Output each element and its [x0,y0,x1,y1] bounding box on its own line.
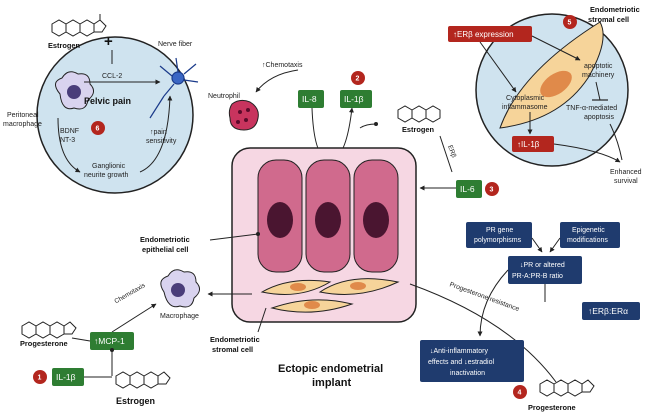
il1b-increase-box [512,136,554,152]
step-number-4: 4 [518,390,522,397]
apoptotic-machinery-label: apoptotic [584,63,613,70]
nerve-fiber-label: Nerve fiber [158,41,193,48]
estrogen-center-label: Estrogen [402,125,435,134]
nt3-label: NT-3 [60,137,75,144]
step-number-6: 6 [96,126,100,133]
ganglionic-label-2: neurite growth [84,172,128,179]
step-number-1: 1 [38,375,42,382]
pain-sensitivity-label-2: sensitivity [146,138,177,145]
il8-label: IL-8 [302,94,317,104]
epigenetic-label-2: modifications [567,237,608,244]
enhanced-survival-label-2: survival [614,178,638,185]
cytoplasmic-inflammasome-label: Cytoplasmic [506,95,545,102]
neutrophil-icon [228,99,259,131]
il6-label: IL-6 [460,184,475,194]
step-number-3: 3 [490,187,494,194]
il1b-top-label: IL-1β [344,94,364,104]
ccl2-label: CCL-2 [102,73,122,80]
ectopic-implant: Endometriotic epithelial cell Endometrio… [140,147,417,389]
mcp1-box [90,332,134,350]
tnf-apoptosis-label-2: apoptosis [584,114,614,121]
neutrophil-label: Neutrophil [208,93,240,100]
stromal-cell-title: Endometriotic [590,5,640,14]
pr-ratio-label-2: PR-A:PR-B ratio [512,273,563,280]
cytokine-signals: ↑Chemotaxis Neutrophil IL-8 IL-1β 2 Estr… [208,62,499,198]
peritoneal-macrophage-label-2: macrophage [3,121,42,128]
step-badge-2 [351,71,365,85]
pr-gene-label-2: polymorphisms [474,237,522,244]
pr-ratio-box [508,256,582,284]
epigenetic-label: Epigenetic [572,227,605,234]
epigenetic-box [560,222,620,248]
step-badge-4 [513,385,527,399]
pr-gene-label: PR gene [486,227,513,234]
il1b-bottom-box [52,368,84,386]
plus-sign: + [104,33,113,50]
progesterone-resistance: PR gene polymorphisms Epigenetic modific… [409,222,640,412]
estrogen-bottom-label: Estrogen [116,396,155,406]
enhanced-survival-label: Enhanced [610,169,642,176]
tnf-apoptosis-label: TNF-α-mediated [566,105,617,112]
pr-gene-box [466,222,532,248]
er-ratio-label: ↑ERβ:ERα [588,306,628,316]
anti-inflammatory-label-3: inactivation [450,370,485,377]
pelvic-pain-label: Pelvic pain [84,96,131,106]
bdnf-label: BDNF [60,128,79,135]
il1b-bottom-label: IL-1β [56,372,76,382]
il1b-increase-label: ↑IL-1β [517,140,540,149]
implant-title: Ectopic endometrial [278,363,383,375]
macrophage-icon [160,269,200,308]
pr-ratio-label: ↓PR or altered [520,262,565,269]
step-number-2: 2 [356,76,360,83]
estrogen-molecule-center-icon [397,105,441,123]
macrophage-recruitment: Macrophage Chemotaxis ↑MCP-1 Progesteron… [20,269,252,406]
progesterone-molecule-icon [21,321,77,339]
estrogen-molecule-bottom-icon [115,371,171,389]
cytoplasmic-inflammasome-label-2: inflammasome [502,104,548,111]
erb-expression-box [448,26,532,42]
ganglionic-label: Ganglionic [92,163,126,170]
peritoneal-macrophage-icon [55,71,94,110]
step-badge-5 [563,15,577,29]
anti-inflammatory-label: ↓Anti-inflammatory [430,348,488,355]
step-number-5: 5 [568,20,572,27]
step-badge-6 [91,121,105,135]
mcp1-label: ↑MCP-1 [94,336,125,346]
progesterone-label-left: Progesterone [20,339,68,348]
estrogen-molecule-icon [51,14,107,37]
chemotaxis-top-label: ↑Chemotaxis [262,62,303,69]
chemotaxis-bottom-label: Chemotaxis [113,282,147,306]
erb-expression-label: ↑ERβ expression [453,30,514,39]
er-ratio-box [582,302,640,320]
epithelial-cell-label-2: epithelial cell [142,245,188,254]
progesterone-label-right: Progesterone [528,403,576,412]
pain-sensitivity-label: ↑pain [150,129,167,136]
stromal-cell-label: Endometriotic [210,335,260,344]
erb-label: ERβ [446,144,457,159]
stromal-cell-title-2: stromal cell [588,15,629,24]
il6-box [456,180,482,198]
progesterone-molecule-right-icon [539,379,595,397]
stromal-cell-label-2: stromal cell [212,345,253,354]
anti-inflammatory-label-2: effects and ↓estradiol [428,359,494,366]
il8-box [298,90,324,108]
anti-inflammatory-box [420,340,524,382]
estrogen-label-top-left: Estrogen [48,41,81,50]
peritoneal-macrophage-label: Peritoneal [7,112,39,119]
pelvic-pain-panel: Estrogen + Peritoneal macrophage Nerve f… [3,14,199,194]
step-badge-3 [485,182,499,196]
il1b-top-box [340,90,372,108]
apoptotic-machinery-label-2: machinery [582,72,615,79]
nerve-fiber-icon [149,57,199,119]
epithelial-cell-label: Endometriotic [140,235,190,244]
implant-title-2: implant [312,377,351,389]
macrophage-label: Macrophage [160,313,199,320]
stromal-survival-panel: Endometriotic stromal cell 5 ↑ERβ expres… [448,5,642,185]
step-badge-1 [33,370,47,384]
